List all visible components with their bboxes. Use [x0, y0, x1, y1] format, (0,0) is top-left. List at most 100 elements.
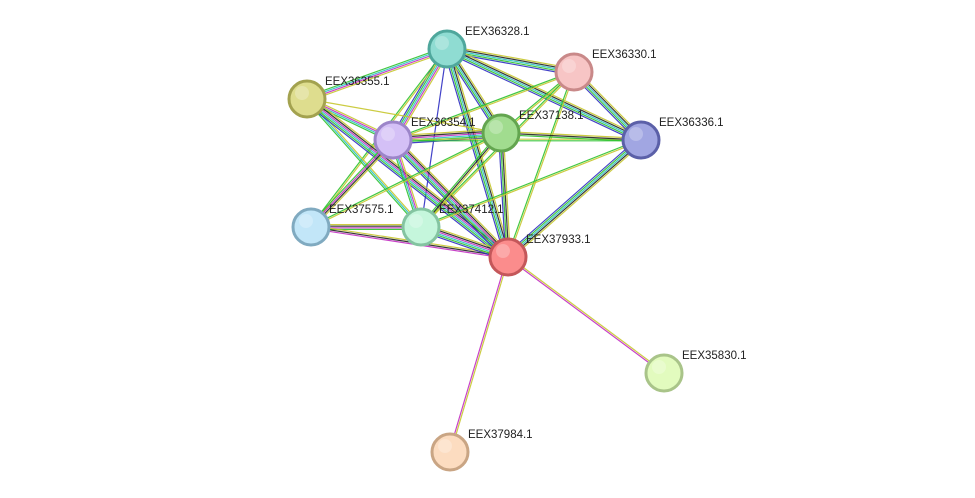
- node-eex36336-1[interactable]: EEX36336.1: [621, 117, 724, 160]
- node-circle[interactable]: [427, 29, 467, 69]
- node-eex36330-1[interactable]: EEX36330.1: [554, 49, 657, 92]
- edge-eex37933-1-eex37984-1[interactable]: [448, 256, 510, 453]
- edge-eex36336-1-eex37412-1[interactable]: [420, 138, 642, 229]
- edge-evidence-textmining: [447, 45, 575, 70]
- edge-evidence-experiments: [393, 139, 509, 257]
- node-eex36328-1[interactable]: EEX36328.1: [427, 26, 530, 69]
- edge-evidence-textmining: [449, 47, 512, 257]
- edge-evidence-textmining: [501, 130, 642, 140]
- edge-eex36328-1-eex37933-1[interactable]: [443, 47, 512, 259]
- node-eex36355-1[interactable]: EEX36355.1: [287, 76, 390, 119]
- node-circle[interactable]: [287, 79, 327, 119]
- edge-evidence-textmining: [312, 141, 396, 230]
- edge-evidence-databases: [446, 48, 642, 141]
- edge-evidence-neighborhood: [305, 99, 421, 229]
- edge-evidence-databases: [446, 48, 509, 258]
- node-circle[interactable]: [488, 237, 528, 277]
- edge-evidence-neighborhood: [308, 137, 392, 226]
- edge-evidence-coexpression: [311, 140, 395, 228]
- node-circle[interactable]: [554, 52, 594, 92]
- edge-evidence-neighborhood: [305, 46, 447, 98]
- edge-eex36330-1-eex37933-1[interactable]: [506, 71, 576, 258]
- node-eex35830-1[interactable]: EEX35830.1: [644, 350, 747, 393]
- edge-evidence-textmining: [421, 140, 642, 229]
- node-label: EEX37984.1: [468, 429, 533, 441]
- edge-evidence-coexpression: [447, 47, 642, 140]
- edge-evidence-neighborhood: [444, 49, 508, 258]
- edge-evidence-textmining: [307, 50, 449, 102]
- edge-evidence-coexpression: [508, 140, 643, 259]
- node-eex37984-1[interactable]: EEX37984.1: [430, 429, 533, 472]
- edge-eex36330-1-eex36354-1[interactable]: [392, 70, 575, 142]
- edge-eex36336-1-eex37933-1[interactable]: [505, 137, 644, 260]
- edge-evidence-databases: [507, 139, 642, 258]
- node-circle[interactable]: [401, 207, 441, 247]
- node-label: EEX36355.1: [325, 76, 390, 88]
- edge-evidence-coexpression: [500, 132, 642, 141]
- node-circle[interactable]: [291, 207, 331, 247]
- edge-evidence-neighborhood: [506, 138, 641, 257]
- edge-eex36354-1-eex37575-1[interactable]: [308, 137, 396, 230]
- edge-evidence-textmining: [393, 72, 575, 142]
- edge-evidence-textmining: [509, 141, 644, 260]
- edge-evidence-coexpression: [308, 96, 510, 256]
- edges-layer: [304, 45, 665, 453]
- node-highlight: [299, 214, 313, 228]
- edge-evidence-coexpression: [447, 48, 511, 257]
- node-eex37138-1[interactable]: EEX37138.1: [481, 110, 584, 153]
- node-circle[interactable]: [430, 432, 470, 472]
- edge-eex36328-1-eex36355-1[interactable]: [305, 46, 449, 102]
- edge-eex36355-1-eex37138-1[interactable]: [306, 98, 502, 134]
- edge-evidence-neighborhood: [310, 131, 501, 227]
- edge-eex36328-1-eex36330-1[interactable]: [446, 45, 575, 76]
- edge-evidence-databases: [306, 98, 422, 228]
- edge-eex37138-1-eex36336-1[interactable]: [500, 130, 642, 143]
- edge-evidence-coexpression: [394, 137, 511, 256]
- node-circle[interactable]: [644, 353, 684, 393]
- edge-evidence-cooccurrence: [498, 133, 507, 258]
- edge-evidence-neighborhood: [392, 70, 574, 140]
- node-eex37412-1[interactable]: EEX37412.1: [401, 204, 504, 247]
- edge-evidence-textmining: [309, 95, 511, 255]
- edge-evidence-cooccurrence: [446, 51, 574, 76]
- edge-eex37933-1-eex35830-1[interactable]: [507, 255, 665, 375]
- edge-evidence-experiments: [307, 49, 448, 101]
- edge-eex37138-1-eex37412-1[interactable]: [419, 131, 503, 229]
- node-highlight: [629, 127, 643, 141]
- edge-evidence-textmining: [508, 72, 576, 258]
- edge-eex37138-1-eex37575-1[interactable]: [310, 131, 502, 229]
- node-eex37575-1[interactable]: EEX37575.1: [291, 204, 394, 247]
- node-highlight: [489, 120, 503, 134]
- node-label: EEX36328.1: [465, 26, 530, 38]
- node-eex36354-1[interactable]: EEX36354.1: [373, 117, 476, 160]
- edge-evidence-cooccurrence: [443, 49, 506, 259]
- node-label: EEX36330.1: [592, 49, 657, 61]
- edge-evidence-experiments: [448, 256, 508, 452]
- node-label: EEX35830.1: [682, 350, 747, 362]
- node-circle[interactable]: [481, 113, 521, 153]
- edge-evidence-neighborhood: [305, 100, 507, 260]
- edge-evidence-databases: [392, 140, 508, 258]
- edge-evidence-textmining: [421, 133, 503, 229]
- node-highlight: [409, 214, 423, 228]
- edge-eex36354-1-eex37933-1[interactable]: [389, 136, 512, 261]
- edge-evidence-experiments: [310, 227, 508, 260]
- node-circle[interactable]: [621, 120, 661, 160]
- edge-evidence-neighborhood: [500, 133, 641, 143]
- edge-evidence-coexpression: [447, 46, 575, 72]
- edge-evidence-neighborhood: [390, 141, 507, 260]
- node-eex37933-1[interactable]: EEX37933.1: [488, 234, 591, 277]
- edge-evidence-neighborhood: [420, 138, 641, 227]
- node-highlight: [652, 360, 666, 374]
- node-circle[interactable]: [373, 120, 413, 160]
- edge-evidence-coexpression: [420, 132, 502, 228]
- edge-evidence-databases: [306, 47, 447, 99]
- edge-evidence-textmining: [306, 98, 502, 134]
- node-label: EEX36336.1: [659, 117, 724, 129]
- node-highlight: [381, 127, 395, 141]
- node-label: EEX37933.1: [526, 234, 591, 246]
- node-label: EEX37412.1: [439, 204, 504, 216]
- node-highlight: [562, 59, 576, 73]
